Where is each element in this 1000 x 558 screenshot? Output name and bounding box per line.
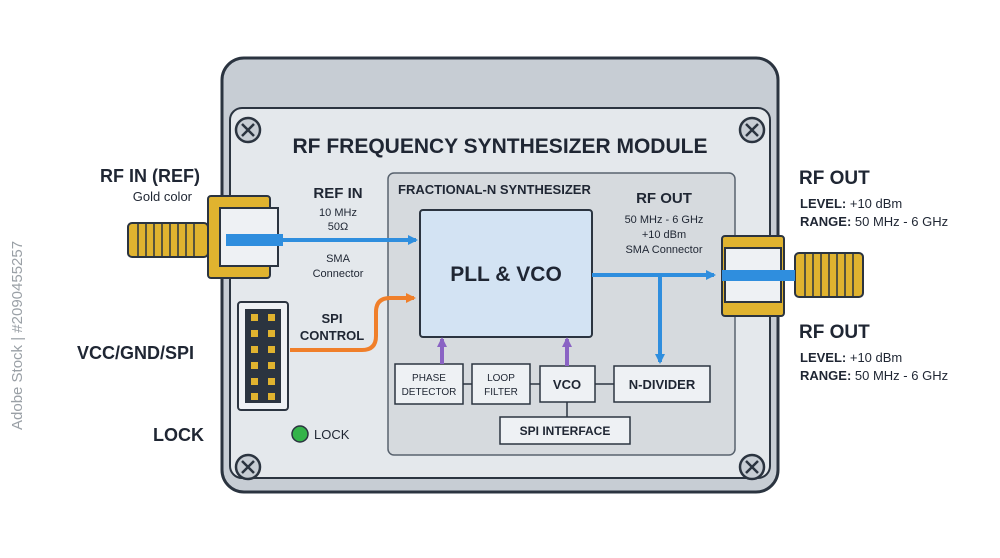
rf-out-bottom-range-value: 50 MHz - 6 GHz: [851, 368, 948, 383]
rf-in-title: RF IN (REF): [100, 166, 200, 186]
watermark-id: 2090455257: [9, 241, 26, 324]
rf-out-top-title: RF OUT: [799, 168, 870, 189]
rf-out-inner-line-2: +10 dBm: [642, 229, 686, 241]
loop-filter-block: [471, 363, 531, 405]
loop-filter-line2: FILTER: [484, 387, 518, 398]
rf-out-bottom-level: LEVEL: +10 dBm: [800, 350, 902, 365]
rf-out-sma-connector: [721, 235, 864, 317]
rf-out-top-range-value: 50 MHz - 6 GHz: [851, 214, 948, 229]
rf-out-bottom-level-key: LEVEL:: [800, 350, 846, 365]
spi-interface-label: SPI INTERFACE: [520, 424, 611, 438]
rf-out-top-range: RANGE: 50 MHz - 6 GHz: [800, 214, 948, 229]
phase-detector-line1: PHASE: [412, 373, 446, 384]
rf-out-top-level-key: LEVEL:: [800, 196, 846, 211]
rf-out-inner-line-1: 50 MHz - 6 GHz: [625, 214, 704, 226]
rf-in-sma-connector: [127, 195, 283, 279]
header-pins: [251, 314, 275, 400]
n-divider-block: [613, 365, 711, 403]
phase-detector-line2: DETECTOR: [402, 387, 457, 398]
watermark-brand: Adobe Stock: [9, 344, 26, 430]
block-connections: [463, 383, 614, 417]
loop-filter-line1: LOOP: [487, 373, 515, 384]
rf-out-inner-line-3: SMA Connector: [625, 244, 702, 256]
rf-in-subtitle: Gold color: [133, 189, 193, 204]
spi-control-line-2: CONTROL: [300, 328, 364, 343]
phase-detector-block: [394, 363, 464, 405]
ref-in-line-3: SMA: [326, 253, 351, 265]
n-divider-label: N-DIVIDER: [629, 377, 696, 392]
pll-vco-label: PLL & VCO: [450, 263, 562, 286]
ref-in-line-1: 10 MHz: [319, 207, 357, 219]
vcc-gnd-spi-label: VCC/GND/SPI: [77, 343, 194, 363]
rf-out-bottom-level-value: +10 dBm: [846, 350, 902, 365]
module-title: RF FREQUENCY SYNTHESIZER MODULE: [293, 135, 708, 158]
rf-out-inner-label: RF OUT: [636, 190, 692, 207]
rf-out-top-level-value: +10 dBm: [846, 196, 902, 211]
lock-led-label: LOCK: [314, 427, 350, 442]
lock-label: LOCK: [153, 425, 204, 445]
spi-control-line-1: SPI: [322, 311, 343, 326]
rf-out-top-level: LEVEL: +10 dBm: [800, 196, 902, 211]
rf-out-top-range-key: RANGE:: [800, 214, 851, 229]
lock-led: [291, 425, 309, 443]
rf-out-bottom-range-key: RANGE:: [800, 368, 851, 383]
watermark-stock-text: Adobe Stock | #2090455257: [9, 241, 26, 430]
rf-out-bottom-title: RF OUT: [799, 322, 870, 343]
spi-interface-block: [499, 416, 631, 445]
synthesizer-area-title: FRACTIONAL-N SYNTHESIZER: [398, 182, 591, 197]
ref-in-line-2: 50Ω: [328, 221, 348, 233]
corner-screws: [234, 116, 766, 481]
ref-in-line-4: Connector: [313, 268, 364, 280]
spi-control-arrow: [290, 293, 416, 352]
rf-out-bottom-range: RANGE: 50 MHz - 6 GHz: [800, 368, 948, 383]
vco-label: VCO: [553, 377, 581, 392]
ref-in-label: REF IN: [313, 185, 362, 202]
